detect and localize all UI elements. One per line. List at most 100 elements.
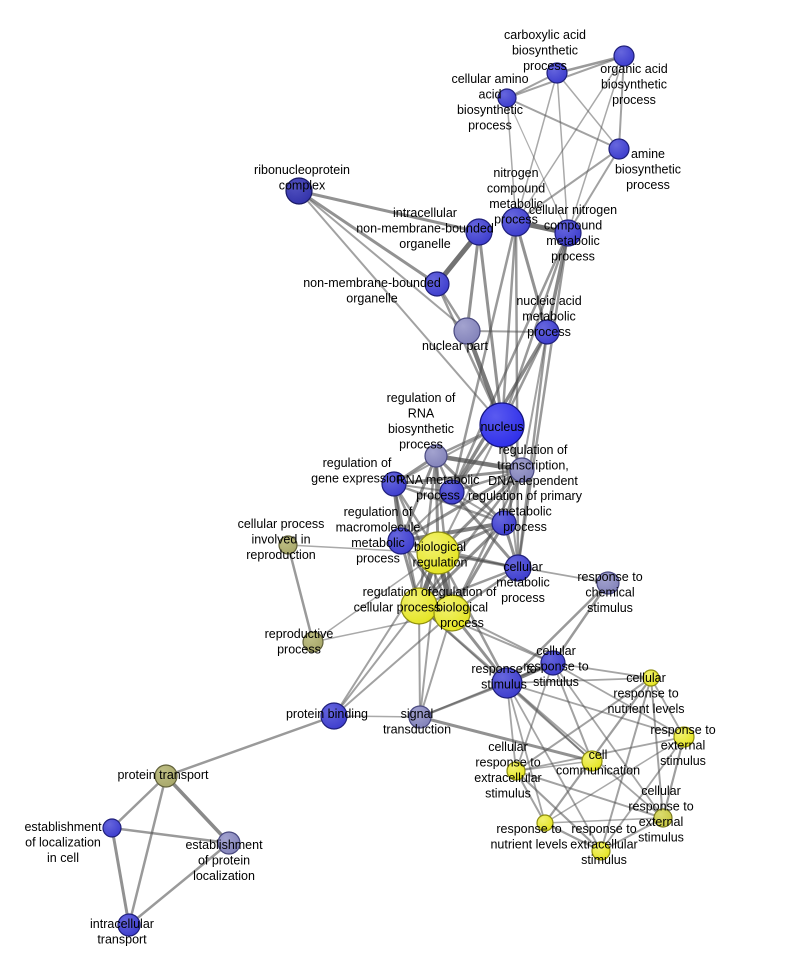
edge-cell_resp_nutrient--cell_resp_external (650, 677, 664, 819)
edge-cell_resp_extracell--cell_communication (515, 760, 593, 772)
edge-resp_stimulus--resp_chemical (505, 581, 610, 685)
node-cellular_resp_stim[interactable] (540, 650, 566, 676)
node-resp_stimulus[interactable] (491, 667, 523, 699)
edge-nitrogen--nucleic (514, 220, 549, 334)
node-nmb_org[interactable] (424, 271, 450, 297)
edge-amine--nitrogen (515, 148, 620, 223)
edge-carboxylic--amine (556, 72, 620, 150)
node-protein_binding[interactable] (320, 702, 348, 730)
edge-nucleus--nitrogen (500, 220, 518, 427)
node-nuclear_part[interactable] (453, 317, 481, 345)
edge-protein_binding--biological_reg (333, 552, 439, 717)
edge-protein_binding--signal_transduction (333, 715, 421, 718)
node-resp_chemical[interactable] (596, 571, 620, 595)
node-reg_primary[interactable] (491, 510, 517, 536)
edge-carboxylic--cellular_nitrogen (556, 72, 569, 234)
node-ribo[interactable] (285, 177, 313, 205)
node-nitrogen[interactable] (501, 207, 531, 237)
edge-reg_rna--reg_transcription (433, 453, 525, 473)
node-reg_macromol[interactable] (387, 527, 415, 555)
node-reg_gene[interactable] (381, 471, 407, 497)
edge-cellular_amino--amine (506, 97, 620, 150)
node-cell_resp_external[interactable] (653, 808, 673, 828)
node-cellular_nitrogen[interactable] (554, 219, 582, 247)
edge-organic--cellular_nitrogen (567, 55, 625, 234)
node-cellular_amino[interactable] (497, 88, 517, 108)
edge-cellular_amino--nitrogen (506, 97, 517, 223)
edge-estab_protein_local--intracell_transport (127, 841, 231, 927)
edge-intracell_org--nuclear_part (465, 230, 481, 333)
edge-reg_transcription--reg_gene (392, 468, 524, 486)
edge-cellular_nitrogen--cellular_metabolic (516, 231, 570, 570)
edge-ribo--nmb_org (297, 189, 439, 286)
node-intracell_org[interactable] (465, 218, 493, 246)
node-label-protein_binding: protein binding (286, 707, 368, 721)
node-reg_rna[interactable] (424, 444, 448, 468)
edge-protein_binding--reg_biological (333, 612, 453, 717)
edge-cell_proc_repro--biological_reg (287, 544, 439, 554)
edge-ribo--nuclear_part (298, 190, 468, 332)
node-protein_transport[interactable] (154, 764, 178, 788)
node-nucleus[interactable] (479, 402, 525, 448)
edge-resp_stimulus--cell_resp_nutrient (506, 677, 652, 684)
node-intracell_transport[interactable] (117, 913, 141, 937)
node-reproductive[interactable] (302, 631, 324, 653)
edge-resp_external--resp_extracell (600, 736, 685, 852)
node-cell_communication[interactable] (581, 750, 603, 772)
node-resp_nutrient[interactable] (536, 814, 554, 832)
edge-reg_rna--reg_macromol (399, 454, 438, 543)
edge-reg_transcription--reg_macromol (399, 468, 524, 543)
node-resp_extracell[interactable] (591, 841, 611, 861)
edge-carboxylic--organic (555, 54, 626, 75)
node-rna_metabolic[interactable] (439, 479, 465, 505)
edge-estab_protein_local--estab_local_cell (110, 826, 231, 845)
node-cell_resp_extracell[interactable] (506, 761, 526, 781)
node-nucleic[interactable] (534, 319, 560, 345)
node-resp_external[interactable] (673, 726, 695, 748)
edge-resp_external--cell_resp_extracell (515, 736, 685, 772)
node-biological_reg[interactable] (416, 531, 460, 575)
node-cell_proc_repro[interactable] (278, 535, 298, 555)
node-cell_resp_nutrient[interactable] (642, 669, 660, 687)
node-amine[interactable] (608, 138, 630, 160)
node-carboxylic[interactable] (546, 62, 568, 84)
node-reg_transcription[interactable] (509, 457, 535, 483)
edge-resp_stimulus--resp_extracell (506, 682, 602, 852)
edge-cellular_resp_stim--reg_biological (451, 612, 554, 664)
node-organic[interactable] (613, 45, 635, 67)
edge-reproductive--biological_reg (312, 552, 439, 643)
edge-resp_stimulus--cell_resp_external (506, 682, 664, 819)
node-signal_transduction[interactable] (408, 705, 432, 729)
edge-organic--amine (618, 55, 625, 150)
edge-cell_resp_nutrient--cell_resp_extracell (515, 677, 652, 772)
edge-ribo--nucleus (298, 190, 503, 426)
edge-cellular_resp_stim--cell_communication (552, 662, 593, 762)
node-cellular_metabolic[interactable] (504, 554, 532, 582)
edge-cellular_nitrogen--rna_metabolic (450, 231, 570, 494)
edge-resp_nutrient--resp_extracell (543, 821, 603, 853)
node-estab_local_cell[interactable] (102, 818, 122, 838)
node-estab_protein_local[interactable] (217, 831, 241, 855)
node-reg_biological[interactable] (433, 594, 471, 632)
edge-signal_transduction--biological_reg (419, 552, 439, 718)
